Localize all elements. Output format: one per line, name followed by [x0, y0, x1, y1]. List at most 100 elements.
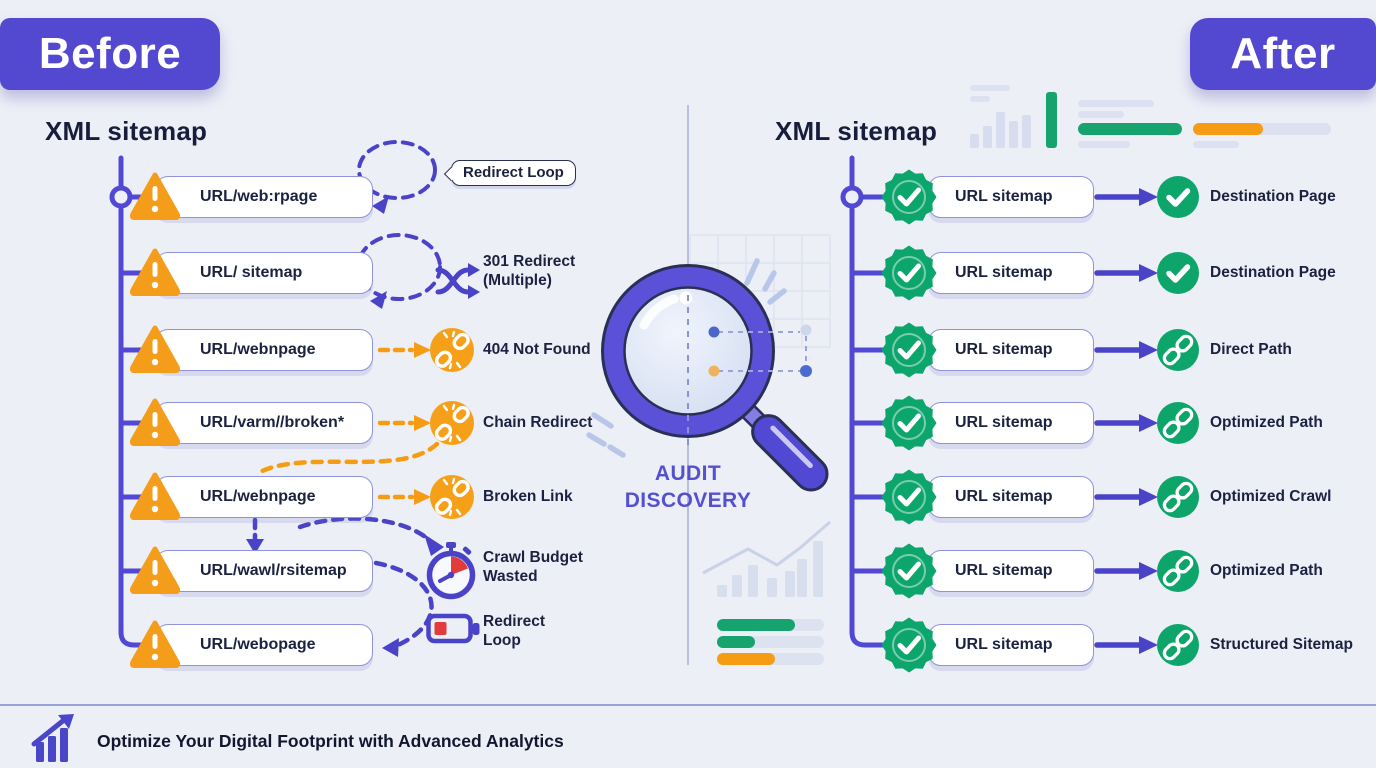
seal-check-icon — [881, 169, 937, 225]
before-heading: XML sitemap — [45, 116, 208, 146]
link-circle-icon — [1157, 624, 1199, 666]
crawl-budget-curve — [297, 516, 431, 542]
chain-redirect-curve — [255, 441, 440, 476]
battery-low-icon — [426, 613, 480, 644]
redirect-loop-bubble: Redirect Loop — [443, 160, 576, 186]
url-label: URL sitemap — [955, 188, 1053, 205]
warning-triangle-icon — [129, 398, 181, 446]
result-label: Optimized Path — [1210, 562, 1323, 579]
progress-bars — [717, 619, 824, 665]
crawl-arrowhead — [424, 534, 444, 556]
url-box: URL sitemap — [881, 543, 1094, 599]
issue-line: 301 Redirect — [483, 253, 576, 270]
issue-line: Wasted — [483, 567, 538, 585]
result-label: Destination Page — [1210, 264, 1336, 281]
seal-check-icon — [881, 543, 937, 599]
url-box: URL sitemap — [881, 469, 1094, 525]
orange-arrowheads — [414, 342, 431, 505]
after-arrows — [1094, 194, 1142, 648]
url-label: URL sitemap — [955, 414, 1053, 431]
issue-line: Loop — [483, 631, 521, 649]
issue-line: (Multiple) — [483, 271, 552, 289]
url-label: URL/webnpage — [200, 488, 316, 505]
url-label: URL/webnpage — [200, 341, 316, 358]
down-arrowhead — [246, 539, 264, 554]
audit-line: AUDIT — [654, 462, 722, 485]
check-circle-icon — [1157, 252, 1199, 294]
issue-label: Chain Redirect — [483, 413, 593, 431]
seal-check-icon — [881, 322, 937, 378]
url-label: URL/webopage — [200, 636, 316, 653]
url-box: URL sitemap — [881, 395, 1094, 451]
after-badge: After — [1190, 18, 1376, 90]
broken-link-icon — [430, 475, 474, 519]
result-label: Optimized Path — [1210, 414, 1323, 431]
sparkle-lines — [586, 258, 787, 458]
result-label: Direct Path — [1210, 341, 1292, 358]
footer-tagline: Optimize Your Digital Footprint with Adv… — [97, 730, 564, 751]
warning-triangle-icon — [129, 248, 181, 296]
url-box: URL/ sitemap — [129, 248, 373, 296]
issue-label: Broken Link — [483, 487, 573, 505]
tree-node — [840, 185, 864, 209]
redirect-loop-curve — [373, 560, 434, 648]
trend-chart — [702, 520, 831, 597]
discovery-line: DISCOVERY — [624, 489, 752, 512]
issue-label: 404 Not Found — [483, 340, 591, 358]
orange-dashed-arrows — [377, 347, 415, 500]
after-arrowheads — [1139, 188, 1158, 654]
check-circle-icon — [1157, 176, 1199, 218]
stopwatch-icon — [426, 542, 476, 600]
result-label: Destination Page — [1210, 188, 1336, 205]
url-label: URL sitemap — [955, 636, 1053, 653]
url-box: URL sitemap — [881, 169, 1094, 225]
broken-link-icon — [430, 401, 474, 445]
before-badge-label: Before — [38, 29, 182, 78]
warning-triangle-icon — [129, 172, 181, 220]
issue-label: Redirect Loop — [463, 164, 564, 181]
url-box: URL/webnpage — [129, 325, 373, 373]
url-label: URL/ sitemap — [200, 264, 303, 281]
issue-label: Crawl Budget Wasted — [483, 549, 583, 586]
url-label: URL sitemap — [955, 562, 1053, 579]
url-label: URL sitemap — [955, 341, 1053, 358]
url-label: URL/varm//broken* — [200, 414, 345, 431]
loop-arrowheads — [370, 196, 389, 309]
split-arrows-icon — [435, 267, 471, 295]
issue-label: 301 Redirect (Multiple) — [483, 253, 575, 290]
warning-triangle-icon — [129, 472, 181, 520]
broken-link-icon — [430, 328, 474, 372]
issue-line: Crawl Budget — [483, 549, 583, 566]
analytics-icon — [31, 714, 74, 762]
url-box: URL sitemap — [881, 245, 1094, 301]
magnifier-handle — [738, 401, 829, 492]
link-circle-icon — [1157, 550, 1199, 592]
url-box: URL sitemap — [881, 617, 1094, 673]
seal-check-icon — [881, 469, 937, 525]
green-progress-bar — [1078, 100, 1182, 148]
url-box: URL/wawl/rsitemap — [129, 546, 373, 594]
orange-progress-bar — [1193, 123, 1331, 148]
tree-node — [109, 185, 133, 209]
warning-triangle-icon — [129, 546, 181, 594]
seal-check-icon — [881, 245, 937, 301]
before-badge: Before — [0, 18, 220, 90]
url-box: URL sitemap — [881, 322, 1094, 378]
after-heading: XML sitemap — [775, 116, 938, 146]
result-label: Optimized Crawl — [1210, 488, 1332, 505]
audit-discovery-label: AUDIT DISCOVERY — [578, 460, 798, 514]
issue-line: Redirect — [483, 613, 546, 630]
url-label: URL sitemap — [955, 264, 1053, 281]
url-box: URL/webopage — [129, 620, 373, 668]
warning-triangle-icon — [129, 620, 181, 668]
url-label: URL sitemap — [955, 488, 1053, 505]
result-label: Structured Sitemap — [1210, 636, 1353, 653]
loop-arrowhead-bottom — [382, 638, 399, 657]
mini-bar-chart — [970, 85, 1057, 148]
seal-check-icon — [881, 395, 937, 451]
link-circle-icon — [1157, 476, 1199, 518]
url-box: URL/varm//broken* — [129, 398, 373, 446]
split-arrowheads — [468, 263, 480, 299]
